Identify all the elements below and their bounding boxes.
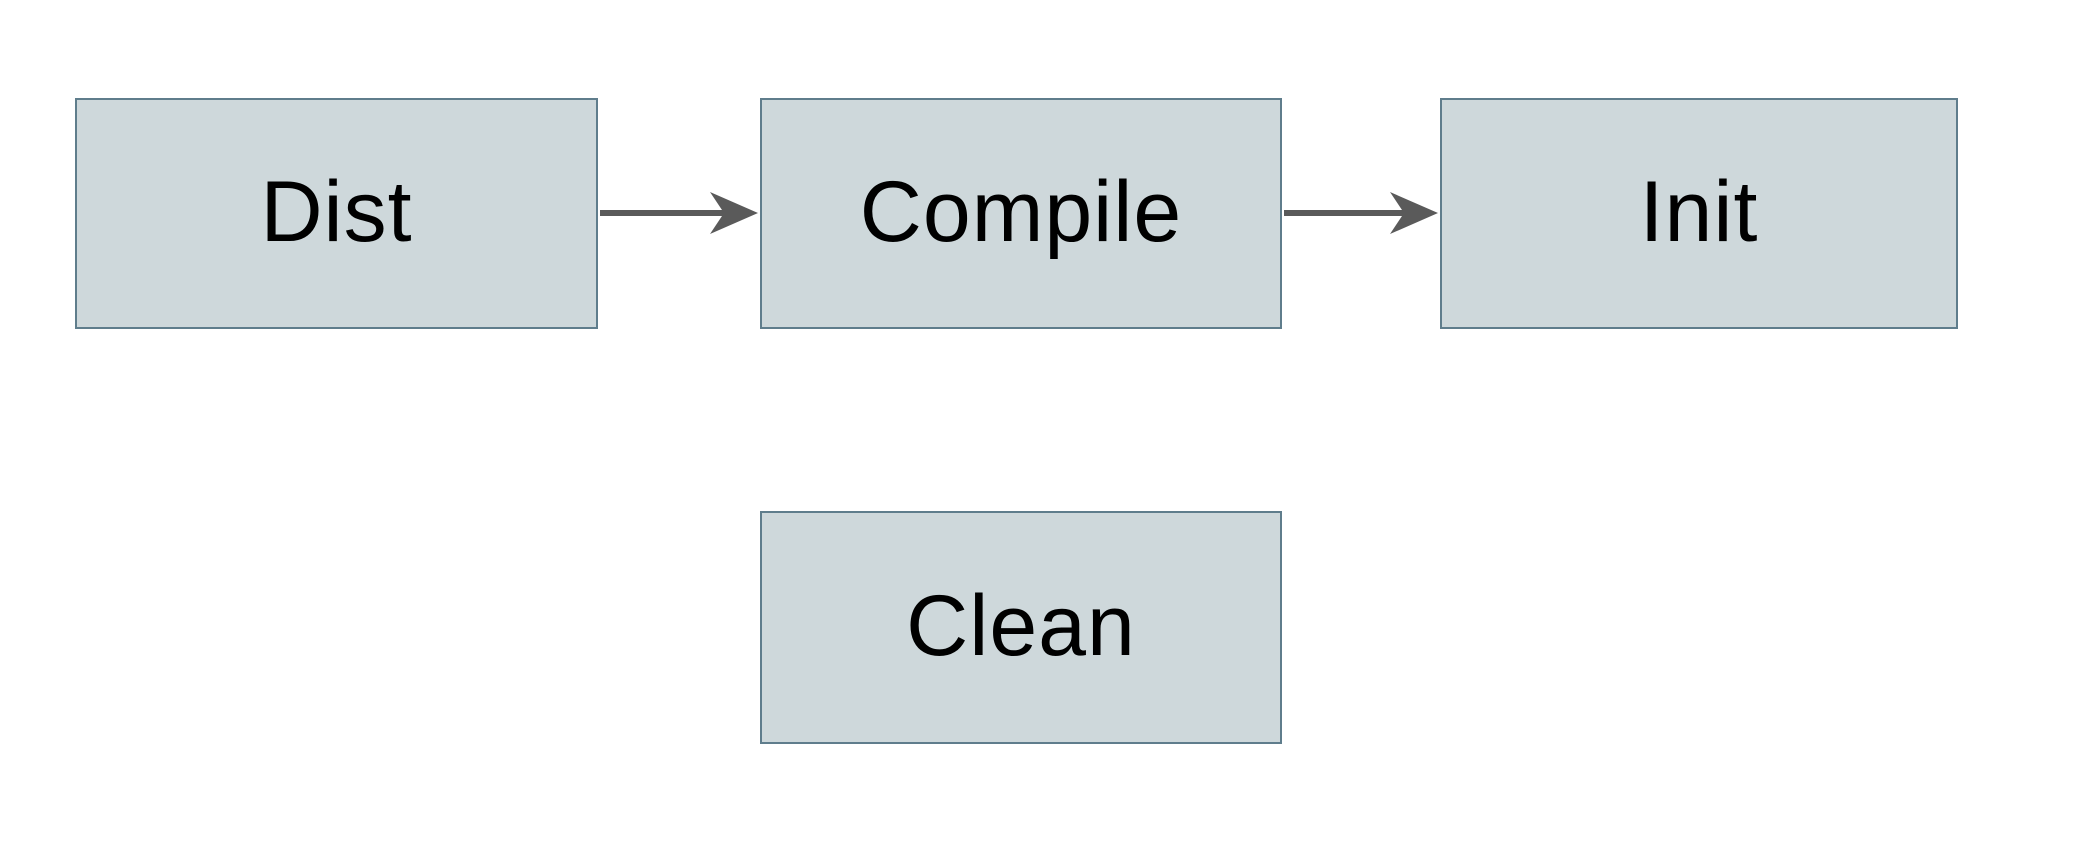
node-init: Init bbox=[1440, 98, 1958, 329]
arrow-dist-to-compile bbox=[600, 192, 758, 234]
node-dist-label: Dist bbox=[260, 163, 413, 260]
node-init-label: Init bbox=[1639, 163, 1759, 260]
node-compile: Compile bbox=[760, 98, 1282, 329]
node-clean-label: Clean bbox=[906, 577, 1136, 674]
node-dist: Dist bbox=[75, 98, 598, 329]
node-clean: Clean bbox=[760, 511, 1282, 744]
arrow-compile-to-init bbox=[1284, 192, 1438, 234]
arrowhead-icon bbox=[1390, 192, 1438, 234]
node-compile-label: Compile bbox=[859, 163, 1183, 260]
arrowhead-icon bbox=[710, 192, 758, 234]
